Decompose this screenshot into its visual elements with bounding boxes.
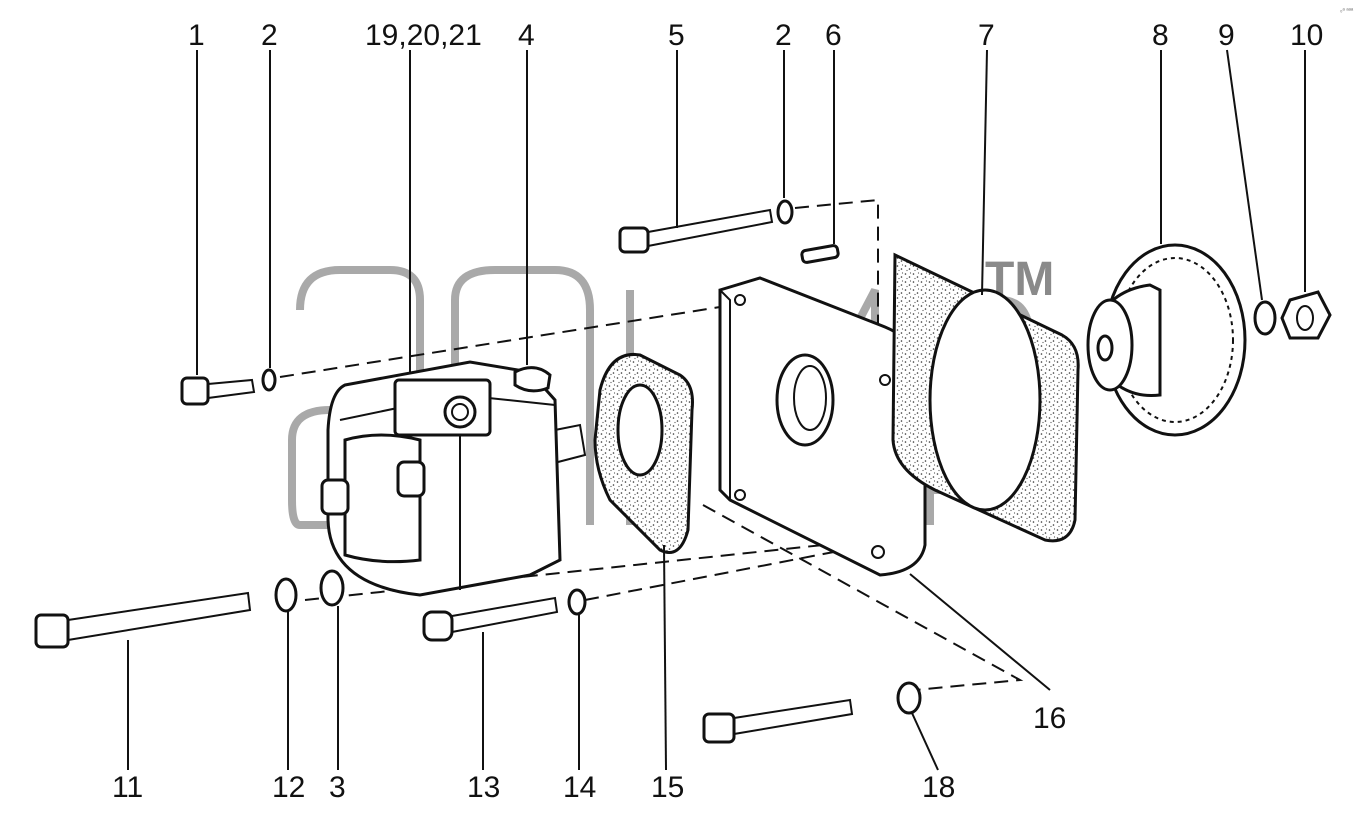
bolt-1 xyxy=(180,376,256,406)
washer-14 xyxy=(567,588,587,616)
label-16: 16 xyxy=(1033,702,1066,735)
label-8: 8 xyxy=(1152,19,1169,52)
label-15: 15 xyxy=(651,771,684,804)
label-5: 5 xyxy=(668,19,685,52)
gasket-15 xyxy=(593,352,694,554)
washer-9 xyxy=(1253,300,1277,336)
gear-8 xyxy=(1086,243,1247,437)
label-10: 10 xyxy=(1290,19,1323,52)
label-7: 7 xyxy=(978,19,995,52)
washer-2-right xyxy=(776,199,794,225)
key-4 xyxy=(513,366,552,393)
label-2-right: 2 xyxy=(775,19,792,52)
label-13: 13 xyxy=(467,771,500,804)
bolt-13 xyxy=(422,596,559,642)
bolt-16 xyxy=(702,698,854,744)
label-19-20-21: 19,20,21 xyxy=(365,19,482,52)
label-14: 14 xyxy=(563,771,596,804)
label-12: 12 xyxy=(272,771,305,804)
washer-12 xyxy=(274,577,298,613)
label-1: 1 xyxy=(188,19,205,52)
label-6: 6 xyxy=(825,19,842,52)
washer-18 xyxy=(896,681,922,715)
bolt-5 xyxy=(618,208,774,254)
washer-3 xyxy=(319,569,345,607)
washer-2-left xyxy=(261,368,277,392)
flange-plate-16 xyxy=(718,276,927,577)
label-9: 9 xyxy=(1218,19,1235,52)
label-3: 3 xyxy=(329,771,346,804)
pin-6 xyxy=(800,244,840,264)
label-2-left: 2 xyxy=(261,19,278,52)
part-labels: 1 2 19,20,21 4 5 2 6 7 8 9 10 11 12 3 13… xyxy=(112,19,1323,804)
bolt-11 xyxy=(34,591,252,649)
corner-mark: ₀ᵃ ᵃᵃᵃ xyxy=(1340,8,1354,14)
label-18: 18 xyxy=(922,771,955,804)
pump-body xyxy=(320,360,587,597)
label-4: 4 xyxy=(518,19,535,52)
nut-10 xyxy=(1280,290,1332,340)
label-11: 11 xyxy=(112,771,143,804)
leader-lines xyxy=(127,49,1306,771)
gasket-7 xyxy=(891,252,1080,543)
